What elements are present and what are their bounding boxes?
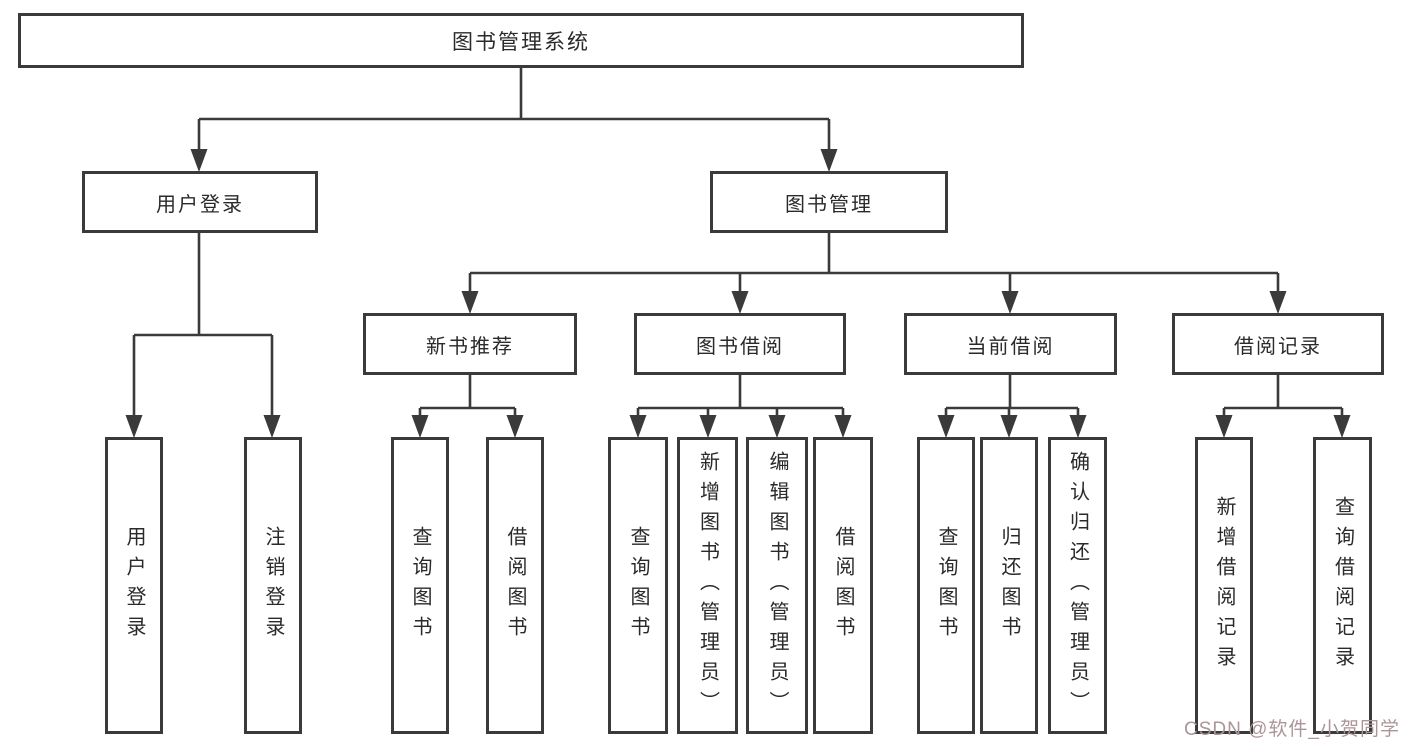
node-label: 用户登录 — [156, 193, 244, 216]
node-label: 当前借阅 — [966, 335, 1055, 358]
leaf-add-books-admin: 新增图书（管理员） — [677, 437, 738, 734]
node-current-borrow: 当前借阅 — [904, 313, 1117, 375]
arrowheads — [125, 149, 1351, 438]
leaf-confirm-return-admin: 确认归还（管理员） — [1048, 437, 1107, 734]
node-library-management-system: 图书管理系统 — [18, 13, 1024, 68]
csdn-watermark: CSDN @软件_小贺同学 — [1184, 719, 1400, 740]
connector-current-borrow — [944, 375, 1080, 419]
connector-borrow-record — [1222, 375, 1344, 419]
node-label: 新增图书（管理员） — [696, 450, 719, 721]
leaf-user-login: 用户登录 — [105, 437, 163, 734]
leaf-logout: 注销登录 — [244, 437, 302, 734]
node-label: 注销登录 — [262, 525, 284, 646]
leaf-edit-books-admin: 编辑图书（管理员） — [746, 437, 808, 734]
node-label: 借阅图书 — [832, 525, 854, 646]
connector-new-book — [418, 375, 517, 419]
node-label: 查询图书 — [627, 525, 649, 646]
node-label: 归还图书 — [998, 525, 1020, 646]
connector-book-borrow — [636, 375, 845, 419]
leaf-return-books: 归还图书 — [980, 437, 1038, 734]
node-user-login-branch: 用户登录 — [82, 171, 318, 233]
node-label: 图书管理 — [785, 193, 873, 216]
connector-book-management — [468, 233, 1280, 295]
leaf-borrow-books: 借阅图书 — [813, 437, 873, 734]
leaf-add-borrow-record: 新增借阅记录 — [1195, 437, 1253, 734]
node-label: 图书管理系统 — [452, 30, 590, 54]
node-label: 查询借阅记录 — [1331, 495, 1354, 676]
connector-user-login — [132, 233, 274, 419]
node-borrow-record: 借阅记录 — [1172, 313, 1384, 375]
node-label: 新书推荐 — [426, 335, 514, 358]
node-label: 编辑图书（管理员） — [766, 450, 788, 721]
leaf-query-books-recommend: 查询图书 — [391, 437, 449, 734]
node-label: 图书借阅 — [696, 335, 784, 358]
node-book-borrow: 图书借阅 — [634, 313, 846, 375]
node-label: 查询图书 — [409, 525, 431, 646]
leaf-query-books-current: 查询图书 — [917, 437, 975, 734]
leaf-borrow-books-recommend: 借阅图书 — [486, 437, 544, 734]
node-label: 确认归还（管理员） — [1066, 450, 1089, 721]
node-new-book-recommend: 新书推荐 — [363, 313, 577, 375]
node-label: 借阅记录 — [1234, 335, 1322, 358]
connector-root — [197, 68, 831, 153]
node-label: 借阅图书 — [504, 525, 526, 646]
node-label: 用户登录 — [123, 525, 145, 646]
leaf-query-borrow-record: 查询借阅记录 — [1313, 437, 1372, 734]
node-label: 查询图书 — [935, 525, 957, 646]
node-label: 新增借阅记录 — [1213, 495, 1235, 676]
node-book-management-branch: 图书管理 — [710, 171, 948, 233]
leaf-query-books-borrow: 查询图书 — [608, 437, 668, 734]
